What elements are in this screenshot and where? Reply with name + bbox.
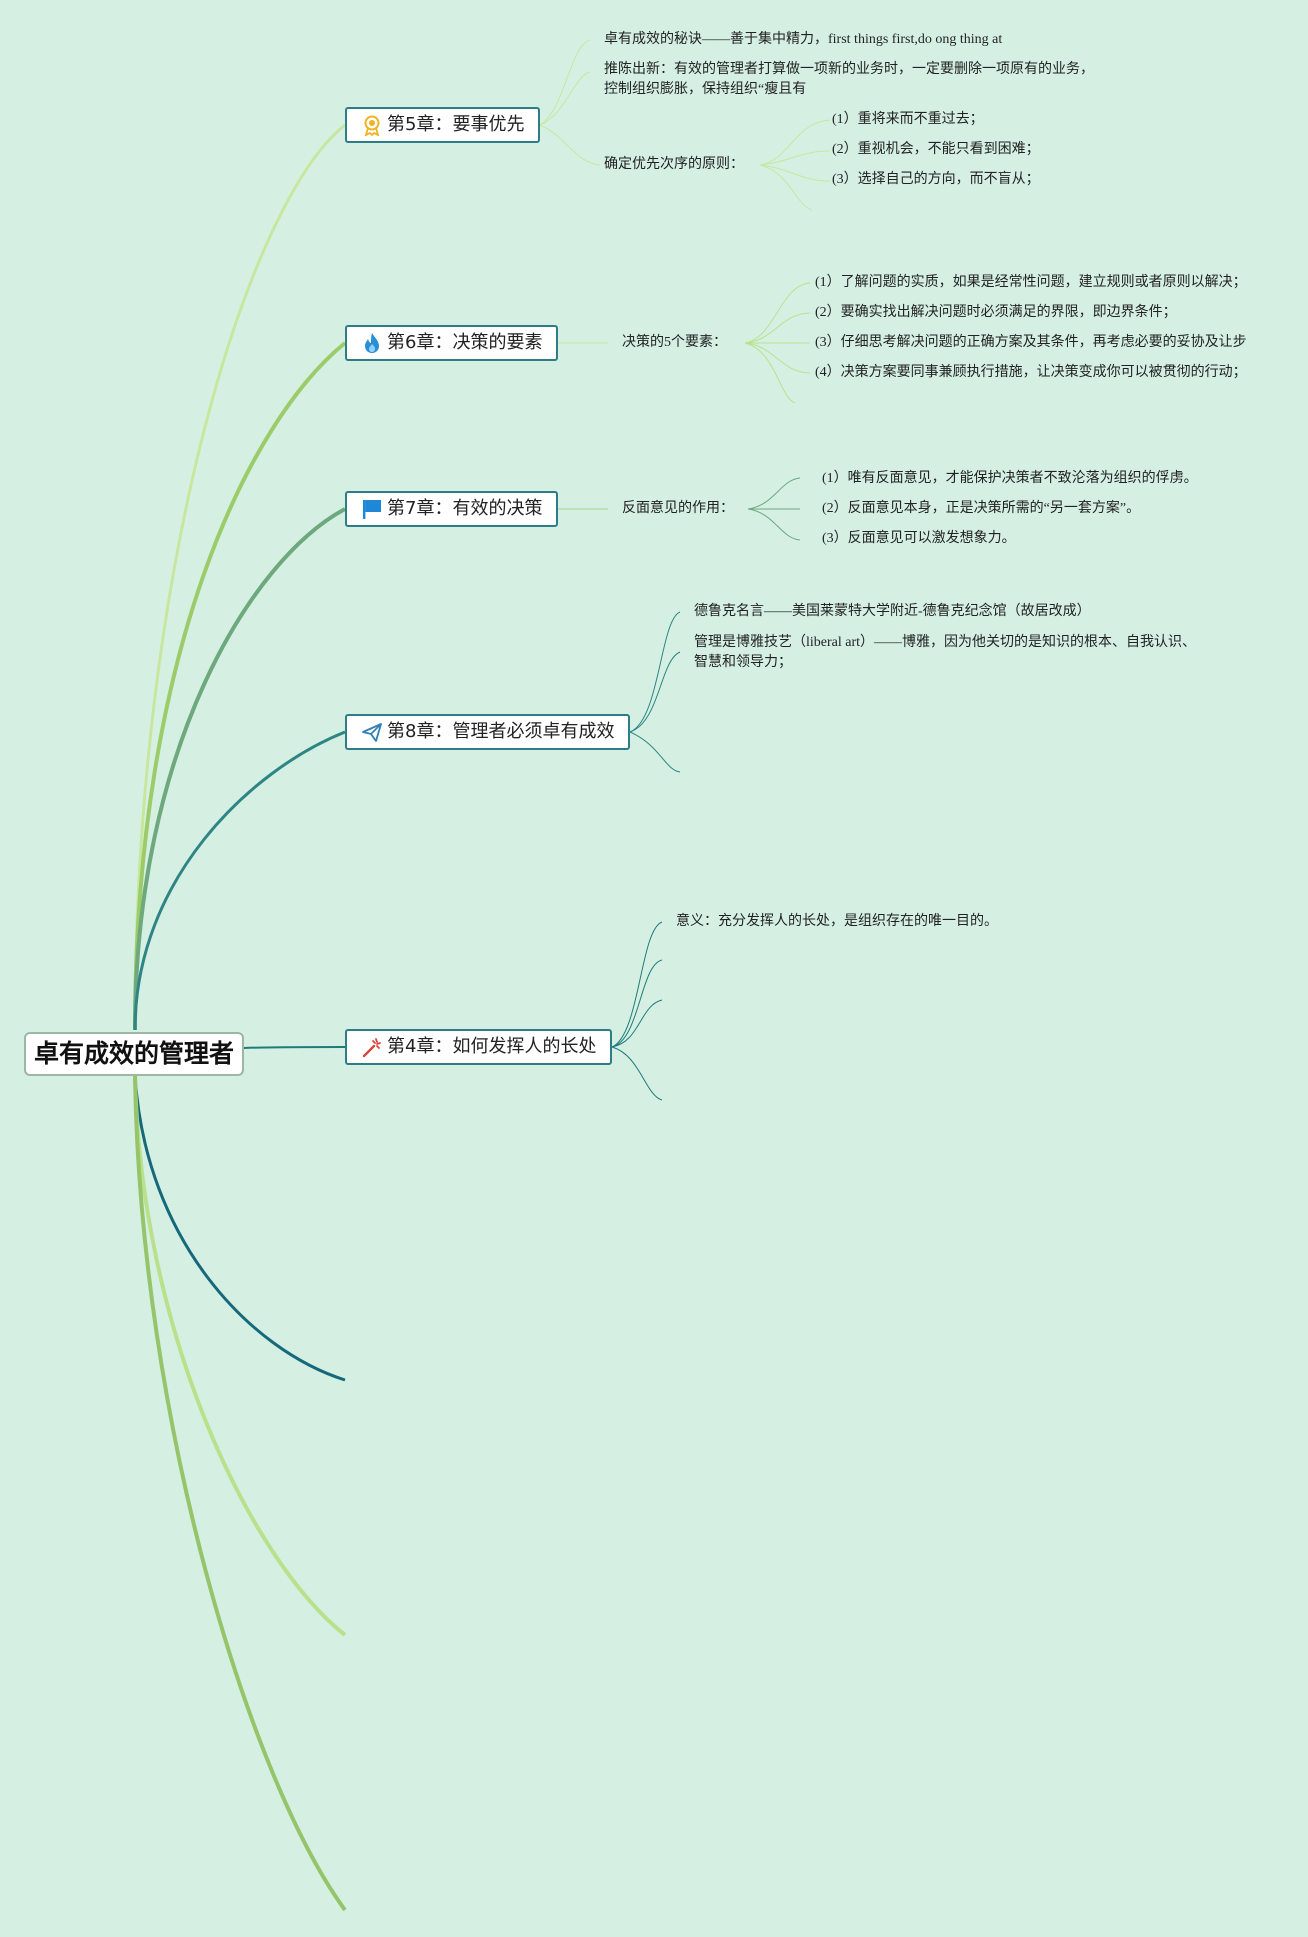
topic-chapter-4[interactable]: 第4章：如何发挥人的长处 xyxy=(345,1029,613,1065)
chapter-5-item-1: 卓有成效的秘诀——善于集中精力，first things first,do on… xyxy=(604,32,1003,47)
flag-icon xyxy=(361,498,383,520)
decision-element-4: (4）决策方案要同事兼顾执行措施，让决策变成你可以被贯彻的行动； xyxy=(815,365,1247,380)
decision-element-3: (3）仔细思考解决问题的正确方案及其条件，再考虑必要的妥协及让步 xyxy=(815,335,1247,350)
decision-element-1: (1）了解问题的实质，如果是经常性问题，建立规则或者原则以解决； xyxy=(815,275,1247,290)
chapter-8-item-2: 管理是博雅技艺（liberal art）——博雅，因为他关切的是知识的根本、自我… xyxy=(694,635,1197,650)
principle-3: (3）选择自己的方向，而不盲从； xyxy=(832,172,1040,187)
branch-ch6 xyxy=(133,341,347,1031)
chapter-5-label: 第5章：要事优先 xyxy=(387,114,525,135)
topic-chapter-8[interactable]: 第8章：管理者必须卓有成效 xyxy=(345,714,631,750)
chapter-8-item-1: 德鲁克名言——美国莱蒙特大学附近-德鲁克纪念馆（故居改成） xyxy=(694,604,1091,619)
principle-1: (1）重将来而不重过去； xyxy=(832,112,984,127)
magic-wand-icon xyxy=(361,1036,383,1058)
root-topic[interactable]: 卓有成效的管理者 xyxy=(24,1032,244,1076)
paper-plane-icon xyxy=(361,721,383,743)
chapter-6-label: 第6章：决策的要素 xyxy=(387,332,543,353)
award-ribbon-icon xyxy=(361,114,383,136)
chapter-6-sub: 决策的5个要素： xyxy=(622,335,727,350)
chapter-8-label: 第8章：管理者必须卓有成效 xyxy=(387,721,615,742)
branch-empty-1 xyxy=(133,1074,346,1382)
chapter-8-item-2b: 智慧和领导力； xyxy=(694,655,792,670)
branch-ch7 xyxy=(133,507,346,1031)
chapter-4-label: 第4章：如何发挥人的长处 xyxy=(387,1036,597,1057)
topic-chapter-5[interactable]: 第5章：要事优先 xyxy=(345,107,541,143)
topic-chapter-6[interactable]: 第6章：决策的要素 xyxy=(345,325,559,361)
decision-element-2: (2）要确实找出解决问题时必须满足的界限，即边界条件； xyxy=(815,305,1177,320)
branch-empty-2 xyxy=(133,1074,347,1637)
branch-empty-3 xyxy=(133,1074,347,1912)
chapter-4-item-1: 意义：充分发挥人的长处，是组织存在的唯一目的。 xyxy=(676,914,998,929)
dissent-role-1: (1）唯有反面意见，才能保护决策者不致沦落为组织的俘虏。 xyxy=(822,471,1198,486)
branch-ch8 xyxy=(133,730,346,1031)
branch-ch4 xyxy=(243,1046,346,1049)
chapter-5-item-2: 推陈出新：有效的管理者打算做一项新的业务时，一定要删除一项原有的业务， xyxy=(604,62,1094,77)
topic-chapter-7[interactable]: 第7章：有效的决策 xyxy=(345,491,559,527)
chapter-7-label: 第7章：有效的决策 xyxy=(387,498,543,519)
principle-2: (2）重视机会，不能只看到困难； xyxy=(832,142,1040,157)
dissent-role-3: (3）反面意见可以激发想象力。 xyxy=(822,531,1016,546)
branch-ch5 xyxy=(133,123,346,1031)
chapter-5-item-2b: 控制组织膨胀，保持组织“瘦且有 xyxy=(604,82,807,97)
chapter-5-item-3: 确定优先次序的原则： xyxy=(604,157,744,172)
chapter-7-sub: 反面意见的作用： xyxy=(622,501,734,516)
flame-icon xyxy=(361,332,383,354)
dissent-role-2: (2）反面意见本身，正是决策所需的“另一套方案”。 xyxy=(822,501,1141,516)
